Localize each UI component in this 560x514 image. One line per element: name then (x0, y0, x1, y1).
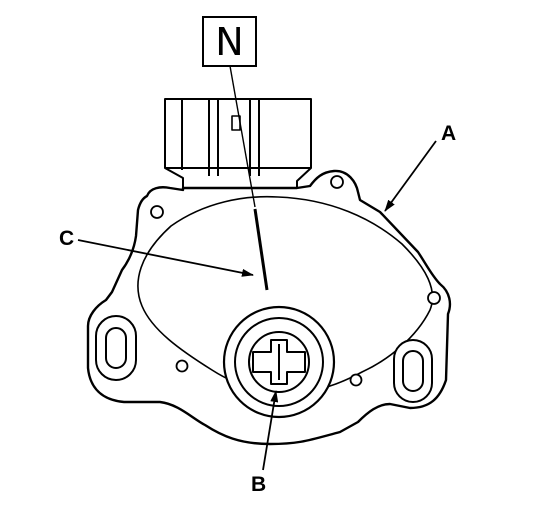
bolt-hole-top-right (330, 175, 344, 189)
callout-a: A (384, 122, 456, 212)
callout-a-label: A (441, 122, 456, 145)
callout-c-label: C (59, 227, 74, 250)
position-indicator-text: N (215, 20, 243, 64)
bolt-hole-bottom-left (175, 359, 189, 373)
callout-b-label: B (251, 473, 266, 496)
sector-outline (137, 195, 434, 394)
position-leader-line (229, 65, 256, 208)
slot-boss-right (393, 339, 433, 403)
slot-boss-left (95, 315, 137, 381)
bolt-hole-top-left (150, 205, 164, 219)
neutral-alignment-mark (253, 208, 269, 291)
connector-housing (164, 98, 312, 189)
callout-b: B (251, 390, 279, 496)
bolt-hole-right (427, 291, 441, 305)
callout-c: C (59, 227, 254, 277)
bolt-hole-bottom-right (349, 373, 363, 387)
shaft-cross (252, 339, 306, 385)
mounting-holes (150, 175, 441, 387)
position-indicator-box: N (202, 16, 257, 67)
